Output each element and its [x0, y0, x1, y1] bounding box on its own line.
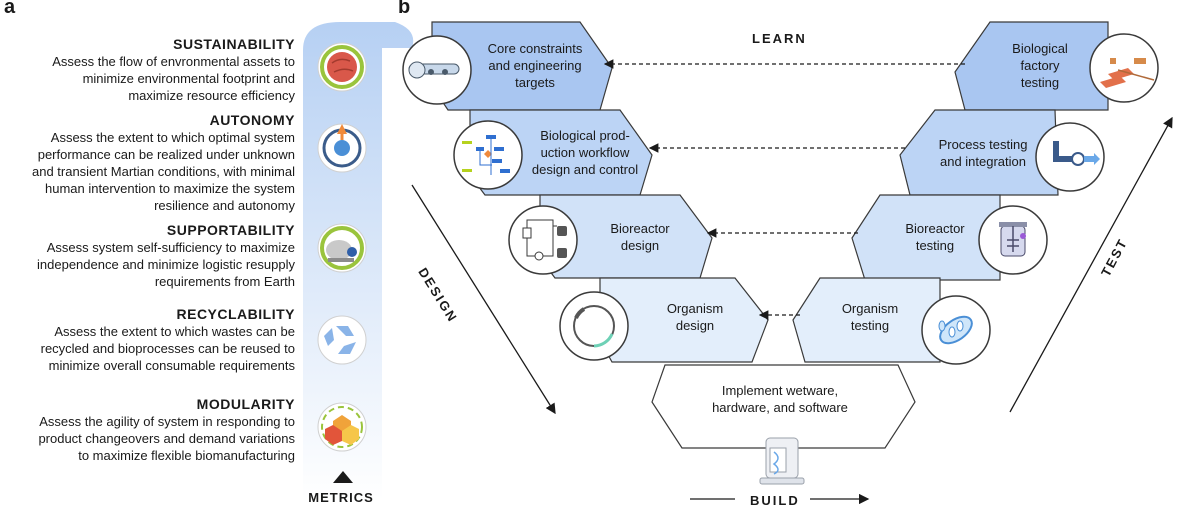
box-line: Bioreactor [610, 221, 670, 236]
box-line: testing [915, 238, 955, 253]
build-label: BUILD [750, 493, 800, 508]
box-line: Biological [1012, 41, 1068, 56]
modules-icon [317, 402, 367, 452]
panel-a-letter: a [4, 0, 16, 18]
metric-desc-line: to maximize flexible biomanufacturing [78, 448, 295, 463]
design-arrow [411, 184, 556, 415]
rover-icon [402, 35, 472, 105]
metric-desc-line: independence and minimize logistic resup… [37, 257, 295, 272]
metrics-up-triangle [333, 471, 353, 483]
core-constraints-text: Core constraints and engineering targets [465, 40, 605, 91]
bioreactor-testing-text: Bioreactor testing [880, 220, 990, 254]
metric-desc-line: requirements from Earth [154, 274, 295, 289]
box-line: factory [1020, 58, 1060, 73]
box-line: testing [1020, 75, 1060, 90]
metric-title: MODULARITY [196, 396, 295, 412]
metric-desc-line: Assess the flow of envronmental assets t… [52, 54, 295, 69]
pipe-icon [1035, 122, 1105, 192]
metric-autonomy: AUTONOMY Assess the extent to which opti… [5, 112, 295, 214]
panel-b-letter: b [398, 0, 411, 18]
metric-desc-line: product changeovers and demand variation… [38, 431, 295, 446]
box-line: uction workflow [540, 145, 630, 160]
box-line: hardware, and software [712, 400, 848, 415]
box-line: design [675, 318, 715, 333]
box-line: and integration [939, 154, 1026, 169]
bioreactor-design-text: Bioreactor design [585, 220, 695, 254]
process-testing-text: Process testing and integration [918, 136, 1048, 170]
planet-icon [317, 42, 367, 92]
organism-design-text: Organism design [640, 300, 750, 334]
bioreactor-vessel-icon [978, 205, 1048, 275]
steering-wheel-icon [317, 123, 367, 173]
metric-desc-line: Assess system self-sufficiency to maximi… [46, 240, 295, 255]
test-arrow [1009, 116, 1173, 413]
metric-modularity: MODULARITY Assess the agility of system … [5, 396, 295, 464]
recycle-icon [317, 315, 367, 365]
implement-text: Implement wetware, hardware, and softwar… [690, 382, 870, 416]
factory-icon [1089, 33, 1159, 103]
box-line: and engineering [488, 58, 582, 73]
microbe-icon [921, 295, 991, 365]
box-implement [651, 364, 916, 449]
box-line: Implement wetware, [721, 383, 839, 398]
box-line: Process testing [938, 137, 1028, 152]
box-line: Organism [666, 301, 724, 316]
metric-supportability: SUPPORTABILITY Assess system self-suffic… [5, 222, 295, 290]
metric-desc-line: performance can be realized under unknow… [37, 147, 295, 162]
metric-desc-line: human intervention to maximize the syste… [45, 181, 295, 196]
metrics-label: METRICS [308, 490, 374, 505]
box-organism-testing [792, 277, 941, 363]
metric-title: SUPPORTABILITY [166, 222, 295, 238]
box-line: Organism [841, 301, 899, 316]
metric-sustainability: SUSTAINABILITY Assess the flow of envron… [5, 36, 295, 104]
habitat-icon [317, 223, 367, 273]
metric-title: SUSTAINABILITY [173, 36, 295, 52]
factory-testing-text: Biological factory testing [990, 40, 1090, 91]
workflow-icon [453, 120, 523, 190]
box-line: design and control [531, 162, 639, 177]
box-line: Biological prod- [540, 128, 630, 143]
organism-testing-text: Organism testing [815, 300, 925, 334]
metric-desc-line: recycled and bioprocesses can be reused … [40, 341, 295, 356]
box-line: testing [850, 318, 890, 333]
metric-desc-line: minimize overall consumable requirements [48, 358, 295, 373]
metric-desc-line: maximize resource efficiency [128, 88, 295, 103]
metric-title: AUTONOMY [209, 112, 295, 128]
metric-desc-line: resilience and autonomy [154, 198, 295, 213]
box-line: targets [515, 75, 555, 90]
metric-desc-line: and transient Martian conditions, with m… [31, 164, 295, 179]
metric-title: RECYCLABILITY [176, 306, 295, 322]
dna-printer-icon [759, 437, 805, 485]
plasmid-icon [559, 291, 629, 361]
box-line: Core constraints [487, 41, 583, 56]
bioreactor-schematic-icon [508, 205, 578, 275]
workflow-design-text: Biological prod- uction workflow design … [515, 127, 655, 178]
box-line: design [620, 238, 660, 253]
box-line: Bioreactor [905, 221, 965, 236]
metric-desc-line: Assess the extent to which wastes can be [54, 324, 295, 339]
metric-desc-line: minimize environmental footprint and [82, 71, 295, 86]
learn-label: LEARN [752, 31, 807, 46]
metric-desc-line: Assess the extent to which optimal syste… [50, 130, 295, 145]
metric-recyclability: RECYCLABILITY Assess the extent to which… [5, 306, 295, 374]
metric-desc-line: Assess the agility of system in respondi… [39, 414, 295, 429]
